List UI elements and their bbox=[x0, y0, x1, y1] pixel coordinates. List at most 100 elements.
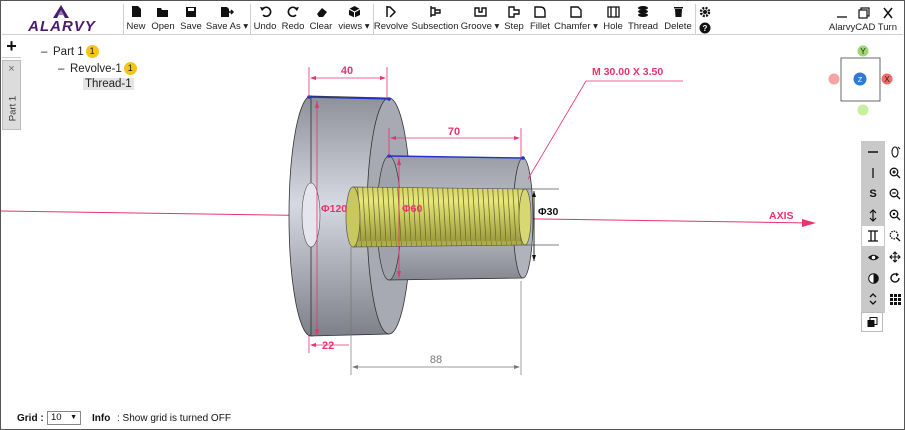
rotate-icon[interactable] bbox=[884, 268, 904, 288]
z-axis-handle[interactable] bbox=[853, 72, 867, 86]
maximize-icon[interactable] bbox=[857, 6, 871, 19]
collapse-icon[interactable]: – bbox=[41, 45, 48, 58]
thread-end-face bbox=[518, 188, 532, 246]
svg-text:Z: Z bbox=[858, 75, 863, 84]
count-badge: 1 bbox=[85, 45, 99, 58]
trash-icon bbox=[673, 4, 684, 19]
tree-item-thread[interactable]: Thread-1 bbox=[83, 78, 134, 90]
thread-callout[interactable]: M 30.00 X 3.50 bbox=[527, 66, 683, 180]
hole-icon bbox=[606, 4, 620, 19]
revolve-icon bbox=[385, 4, 397, 19]
tree-item-part[interactable]: – Part 1 1 bbox=[41, 45, 99, 58]
collapse-icon[interactable]: – bbox=[58, 62, 65, 75]
dimension-tool[interactable] bbox=[862, 226, 884, 246]
neg-x-axis-handle[interactable] bbox=[828, 73, 840, 85]
undo-icon bbox=[259, 4, 272, 19]
dimension-40[interactable]: 40 bbox=[308, 65, 388, 98]
close-tab-icon[interactable]: × bbox=[8, 63, 15, 75]
subsection-button[interactable]: Subsection bbox=[412, 4, 459, 34]
dimension-22[interactable]: 22 bbox=[308, 336, 349, 353]
hole-button[interactable]: Hole bbox=[602, 4, 624, 34]
svg-text:Φ120: Φ120 bbox=[321, 203, 347, 215]
help-button[interactable]: ? bbox=[698, 20, 712, 50]
dimension-88[interactable]: 88 bbox=[350, 247, 522, 375]
step-button[interactable]: Step bbox=[503, 4, 525, 34]
window-controls: AlarvyCAD Turn bbox=[803, 2, 903, 35]
dimension-phi120[interactable]: Φ120 bbox=[315, 101, 347, 336]
save-button[interactable]: Save bbox=[180, 4, 202, 34]
open-folder-icon bbox=[156, 4, 170, 19]
contrast-icon[interactable] bbox=[862, 268, 884, 288]
logo-text: ALARVY bbox=[27, 18, 97, 35]
orbit-icon[interactable] bbox=[884, 142, 904, 162]
step-icon bbox=[507, 4, 521, 19]
part-tab[interactable]: × Part 1 bbox=[2, 60, 21, 130]
add-part-button[interactable]: + bbox=[2, 36, 21, 58]
eraser-icon bbox=[315, 4, 328, 19]
svg-text:Φ30: Φ30 bbox=[538, 206, 558, 218]
copy-view-button[interactable] bbox=[861, 312, 883, 332]
vertical-line-tool[interactable] bbox=[862, 163, 884, 183]
zoom-window-icon[interactable] bbox=[884, 226, 904, 246]
grid-label: Grid : bbox=[17, 413, 44, 424]
clear-button[interactable]: Clear bbox=[308, 4, 334, 34]
new-file-icon bbox=[131, 4, 142, 19]
groove-icon bbox=[473, 4, 487, 19]
zoom-out-icon[interactable] bbox=[884, 184, 904, 204]
vertical-arrows-tool[interactable] bbox=[862, 205, 884, 225]
axis-arrow bbox=[802, 219, 816, 227]
count-badge: 1 bbox=[123, 62, 137, 75]
snap-tool[interactable]: S bbox=[869, 188, 877, 200]
fillet-button[interactable]: Fillet bbox=[529, 4, 551, 34]
zoom-fit-icon[interactable] bbox=[884, 205, 904, 225]
thread-button[interactable]: Thread bbox=[628, 4, 658, 34]
info-label: Info bbox=[92, 413, 111, 424]
zoom-tools-panel bbox=[885, 141, 904, 313]
redo-button[interactable]: Redo bbox=[281, 4, 305, 34]
groove-button[interactable]: Groove ▾ bbox=[461, 4, 499, 34]
selected-edges bbox=[308, 96, 524, 159]
svg-text:40: 40 bbox=[341, 65, 353, 77]
tree-item-revolve[interactable]: – Revolve-1 1 bbox=[58, 62, 137, 75]
alarvy-logo: ALARVY bbox=[4, 2, 120, 35]
neg-y-axis-handle[interactable] bbox=[857, 104, 869, 116]
close-icon[interactable] bbox=[881, 6, 895, 19]
horizontal-line-tool[interactable] bbox=[862, 142, 884, 162]
grid-icon[interactable] bbox=[884, 289, 904, 309]
chevron-down-icon: ▼ bbox=[70, 414, 77, 421]
dimension-70[interactable]: 70 bbox=[388, 126, 522, 157]
dimension-phi30[interactable]: Φ30 bbox=[525, 188, 559, 261]
toolbar: ALARVY New Open Save Save As ▾ Undo bbox=[2, 2, 903, 35]
dimension-phi60[interactable]: Φ60 bbox=[397, 158, 422, 278]
pan-icon[interactable] bbox=[884, 247, 904, 267]
open-button[interactable]: Open bbox=[151, 4, 175, 34]
zoom-in-icon[interactable] bbox=[884, 163, 904, 183]
svg-text:88: 88 bbox=[430, 354, 442, 366]
undo-button[interactable]: Undo bbox=[253, 4, 277, 34]
svg-text:70: 70 bbox=[448, 126, 460, 138]
new-button[interactable]: New bbox=[126, 4, 146, 34]
save-icon bbox=[185, 4, 197, 19]
views-button[interactable]: views ▾ bbox=[338, 4, 370, 34]
revolve-button[interactable]: Revolve bbox=[374, 4, 408, 34]
info-message: : Show grid is turned OFF bbox=[117, 413, 231, 424]
chamfer-button[interactable]: Chamfer ▾ bbox=[554, 4, 598, 34]
save-as-button[interactable]: Save As ▾ bbox=[206, 4, 248, 34]
y-axis-handle[interactable] bbox=[857, 45, 869, 57]
cad-viewport[interactable]: AXIS bbox=[1, 35, 904, 405]
grid-size-select[interactable]: 10 ▼ bbox=[47, 411, 81, 425]
view-cube[interactable]: Y X Z bbox=[821, 41, 901, 121]
expand-vertical-icon[interactable] bbox=[862, 289, 884, 309]
svg-text:Y: Y bbox=[860, 47, 866, 56]
chamfer-icon bbox=[569, 4, 583, 19]
flange-bore bbox=[301, 182, 321, 248]
eye-icon[interactable] bbox=[862, 247, 884, 267]
status-bar: Grid : 10 ▼ Info : Show grid is turned O… bbox=[1, 405, 904, 429]
svg-text:Φ60: Φ60 bbox=[402, 203, 422, 215]
delete-button[interactable]: Delete bbox=[663, 4, 693, 34]
settings-button[interactable] bbox=[698, 4, 712, 34]
x-axis-handle[interactable] bbox=[881, 73, 893, 85]
minimize-icon[interactable] bbox=[835, 6, 849, 18]
left-panel-strip: + × Part 1 bbox=[2, 36, 21, 131]
svg-text:X: X bbox=[884, 75, 890, 84]
